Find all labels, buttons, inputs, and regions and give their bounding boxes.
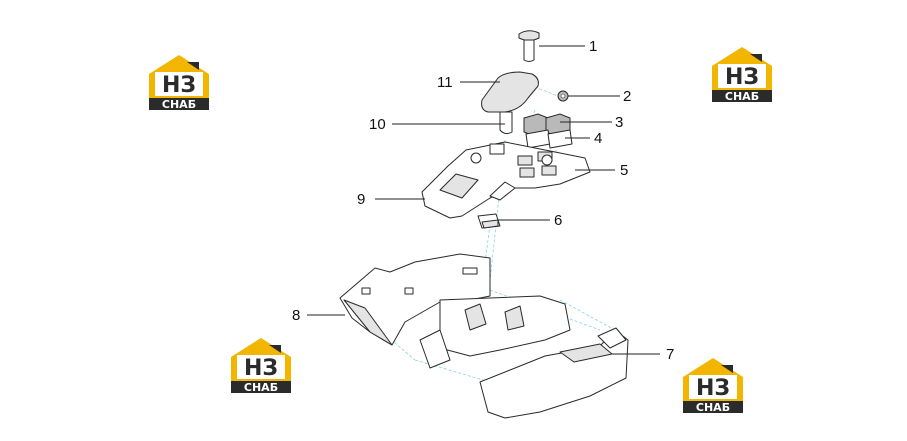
callout-2: 2 [623,88,631,105]
logo-top-left: НЗ СНАБ [147,52,211,112]
logo-bottom-right: НЗ СНАБ [681,355,745,415]
part-3-switch-block [523,113,571,137]
svg-text:СНАБ: СНАБ [725,90,759,103]
svg-text:НЗ: НЗ [725,65,759,90]
part-9-console-panel [421,141,591,219]
brand-logo-icon: НЗ СНАБ [231,338,291,394]
callout-7: 7 [666,346,674,363]
callout-10: 10 [369,116,386,133]
callout-numbers: 1 2 3 4 5 6 7 8 9 10 11 [292,38,674,363]
svg-text:СНАБ: СНАБ [244,381,278,394]
part-2-nut [557,90,569,102]
logo-top-right: НЗ СНАБ [710,44,774,104]
part-5-switch-panel [517,151,557,178]
brand-logo-icon: НЗ СНАБ [683,358,743,414]
callout-1: 1 [589,38,597,55]
callout-5: 5 [620,162,628,179]
part-6-bracket [477,213,501,229]
svg-text:НЗ: НЗ [696,376,730,401]
logo-bottom-left: НЗ СНАБ [229,335,293,395]
inner-bracket [419,295,571,369]
leader-lines [307,45,660,355]
callout-3: 3 [615,114,623,131]
part-1-bolt [518,30,540,62]
callout-9: 9 [357,191,365,208]
part-4-switch-base [525,129,573,149]
callout-6: 6 [554,212,562,229]
svg-text:СНАБ: СНАБ [162,98,196,111]
svg-text:НЗ: НЗ [244,356,278,381]
brand-logo-icon: НЗ СНАБ [712,47,772,103]
callout-8: 8 [292,307,300,324]
callout-11: 11 [437,74,453,91]
part-7-right-shell [479,327,629,419]
callout-4: 4 [594,130,602,147]
svg-text:СНАБ: СНАБ [696,401,730,414]
brand-logo-icon: НЗ СНАБ [149,55,209,111]
svg-text:НЗ: НЗ [162,73,196,98]
